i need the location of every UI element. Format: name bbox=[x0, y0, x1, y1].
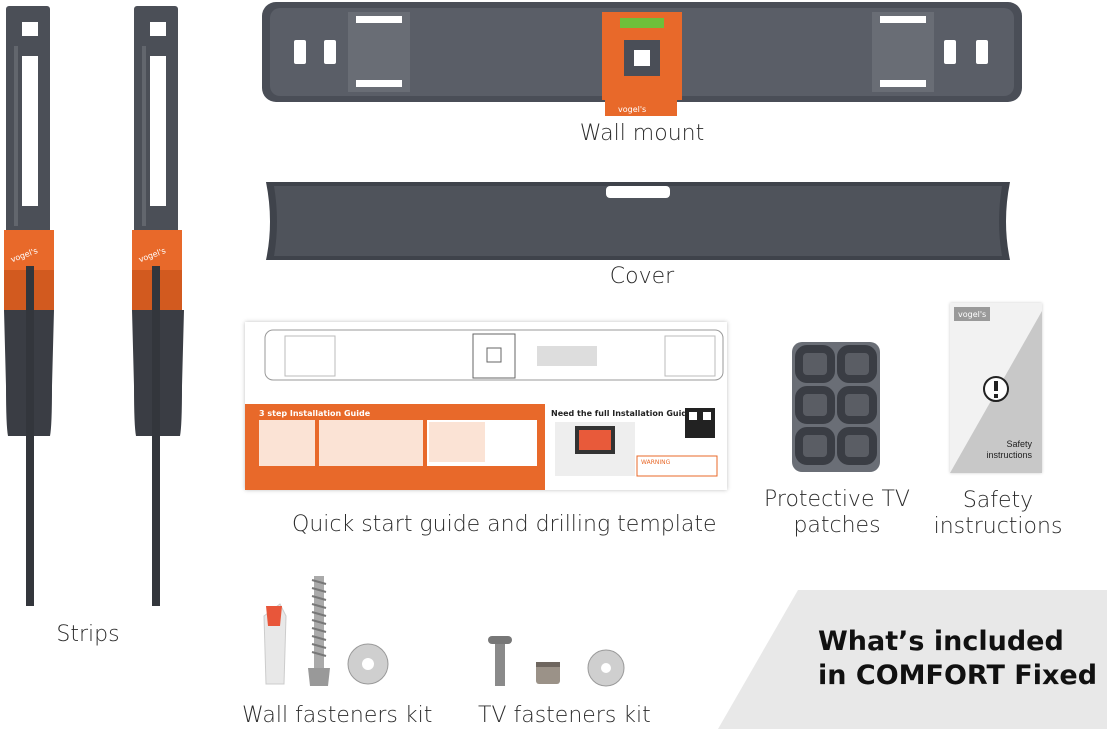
quick-start-label: Quick start guide and drilling template bbox=[292, 512, 717, 537]
svg-text:3 step Installation Guide: 3 step Installation Guide bbox=[259, 409, 371, 418]
protective-patches-label: Protective TV patches bbox=[760, 487, 914, 540]
wall-fasteners-image bbox=[258, 576, 398, 690]
protective-patches-label-line2: patches bbox=[793, 513, 881, 539]
cover-label: Cover bbox=[609, 264, 675, 289]
whats-included-heading: What’s included in COMFORT Fixed M bbox=[818, 625, 1107, 693]
protective-patches-label-line1: Protective TV bbox=[764, 487, 910, 512]
safety-card-text-line2: instructions bbox=[986, 450, 1032, 460]
strip-right: vogel's bbox=[130, 6, 186, 606]
protective-patches-image bbox=[792, 342, 882, 472]
tv-fasteners-label: TV fasteners kit bbox=[478, 703, 651, 728]
safety-card-image: vogel's Safety instructions bbox=[950, 303, 1042, 473]
whats-included-heading-line1: What’s included bbox=[818, 626, 1064, 657]
whats-included-heading-line2: in COMFORT Fixed M bbox=[818, 660, 1107, 691]
wall-mount-image: vogel's bbox=[260, 0, 1024, 120]
svg-text:Need the full Installation Gui: Need the full Installation Guide? bbox=[551, 409, 697, 418]
safety-card-text: Safety instructions bbox=[986, 439, 1032, 461]
safety-instructions-label: Safety instructions bbox=[928, 488, 1068, 541]
quick-start-guide-image: 3 step Installation Guide Need the full … bbox=[245, 322, 727, 490]
wall-mount-label: Wall mount bbox=[579, 121, 705, 146]
svg-text:vogel's: vogel's bbox=[618, 105, 646, 114]
safety-instructions-label-line1: Safety bbox=[962, 488, 1034, 513]
safety-card-text-line1: Safety bbox=[1006, 439, 1032, 449]
wall-fasteners-label: Wall fasteners kit bbox=[242, 703, 433, 728]
cover-image bbox=[262, 178, 1014, 266]
svg-text:vogel's: vogel's bbox=[958, 310, 986, 319]
strip-left: vogel's bbox=[4, 6, 56, 606]
safety-instructions-label-line2: instructions bbox=[933, 514, 1063, 540]
tv-fasteners-image bbox=[486, 636, 630, 690]
svg-text:WARNING: WARNING bbox=[641, 459, 671, 466]
strips-label: Strips bbox=[56, 622, 120, 647]
